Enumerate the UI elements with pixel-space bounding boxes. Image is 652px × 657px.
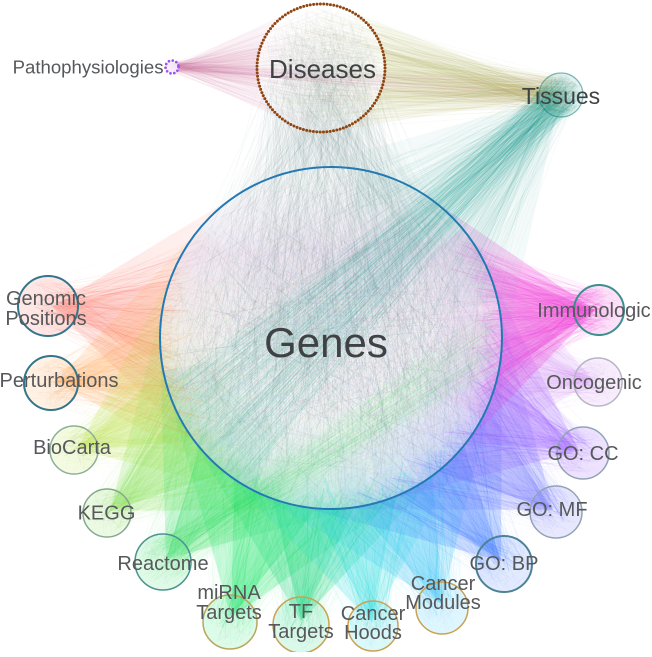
svg-text:Diseases: Diseases xyxy=(269,54,376,84)
svg-text:GO: CC: GO: CC xyxy=(547,443,618,465)
svg-text:Positions: Positions xyxy=(5,308,86,330)
svg-text:Targets: Targets xyxy=(268,621,334,643)
svg-text:Cancer: Cancer xyxy=(411,573,476,595)
svg-text:Oncogenic: Oncogenic xyxy=(546,372,642,394)
svg-text:GO: MF: GO: MF xyxy=(516,499,587,521)
svg-text:Targets: Targets xyxy=(196,602,262,624)
svg-text:Hoods: Hoods xyxy=(344,622,402,644)
svg-text:Genes: Genes xyxy=(264,319,388,366)
svg-text:Tissues: Tissues xyxy=(522,83,600,109)
svg-text:Perturbations: Perturbations xyxy=(0,370,118,392)
svg-text:Immunologic: Immunologic xyxy=(537,300,650,322)
svg-text:Reactome: Reactome xyxy=(117,553,208,575)
svg-text:Cancer: Cancer xyxy=(341,603,406,625)
svg-text:KEGG: KEGG xyxy=(78,503,136,525)
svg-text:miRNA: miRNA xyxy=(197,582,261,604)
svg-text:BioCarta: BioCarta xyxy=(33,437,112,459)
svg-text:Modules: Modules xyxy=(405,592,481,614)
svg-text:TF: TF xyxy=(289,601,313,623)
svg-text:Genomic: Genomic xyxy=(6,288,86,310)
svg-text:Pathophysiologies: Pathophysiologies xyxy=(13,57,164,78)
svg-text:GO: BP: GO: BP xyxy=(470,553,539,575)
